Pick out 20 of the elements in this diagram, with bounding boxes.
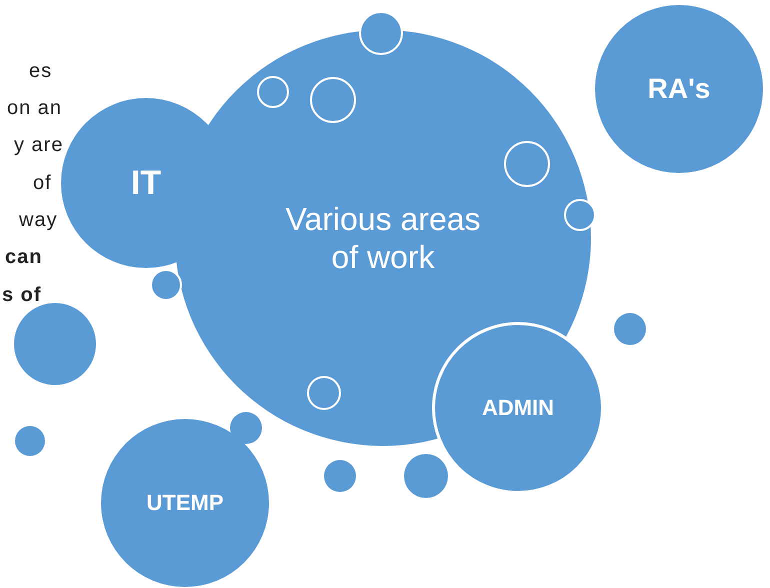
text-fragment: s of [2,284,42,307]
bubble-label: RA's [646,72,712,106]
bubble-label: Various areas of work [284,200,482,276]
bubble [614,313,646,345]
bubble-label: IT [130,162,162,204]
text-fragment: on an [7,97,62,120]
bubble [404,454,448,498]
bubble [15,426,45,456]
text-fragment: can [5,246,42,269]
bubble [257,76,289,108]
text-fragment: way [19,209,58,232]
bubble [324,460,356,492]
bubble [307,376,341,410]
bubble-label: UTEMP [146,490,224,516]
text-fragment: es [29,60,52,83]
bubble-label: ADMIN [480,394,556,422]
bubble [504,141,550,187]
text-fragment: y are [14,134,64,157]
bubble [310,77,356,123]
text-fragment: of [33,172,52,195]
